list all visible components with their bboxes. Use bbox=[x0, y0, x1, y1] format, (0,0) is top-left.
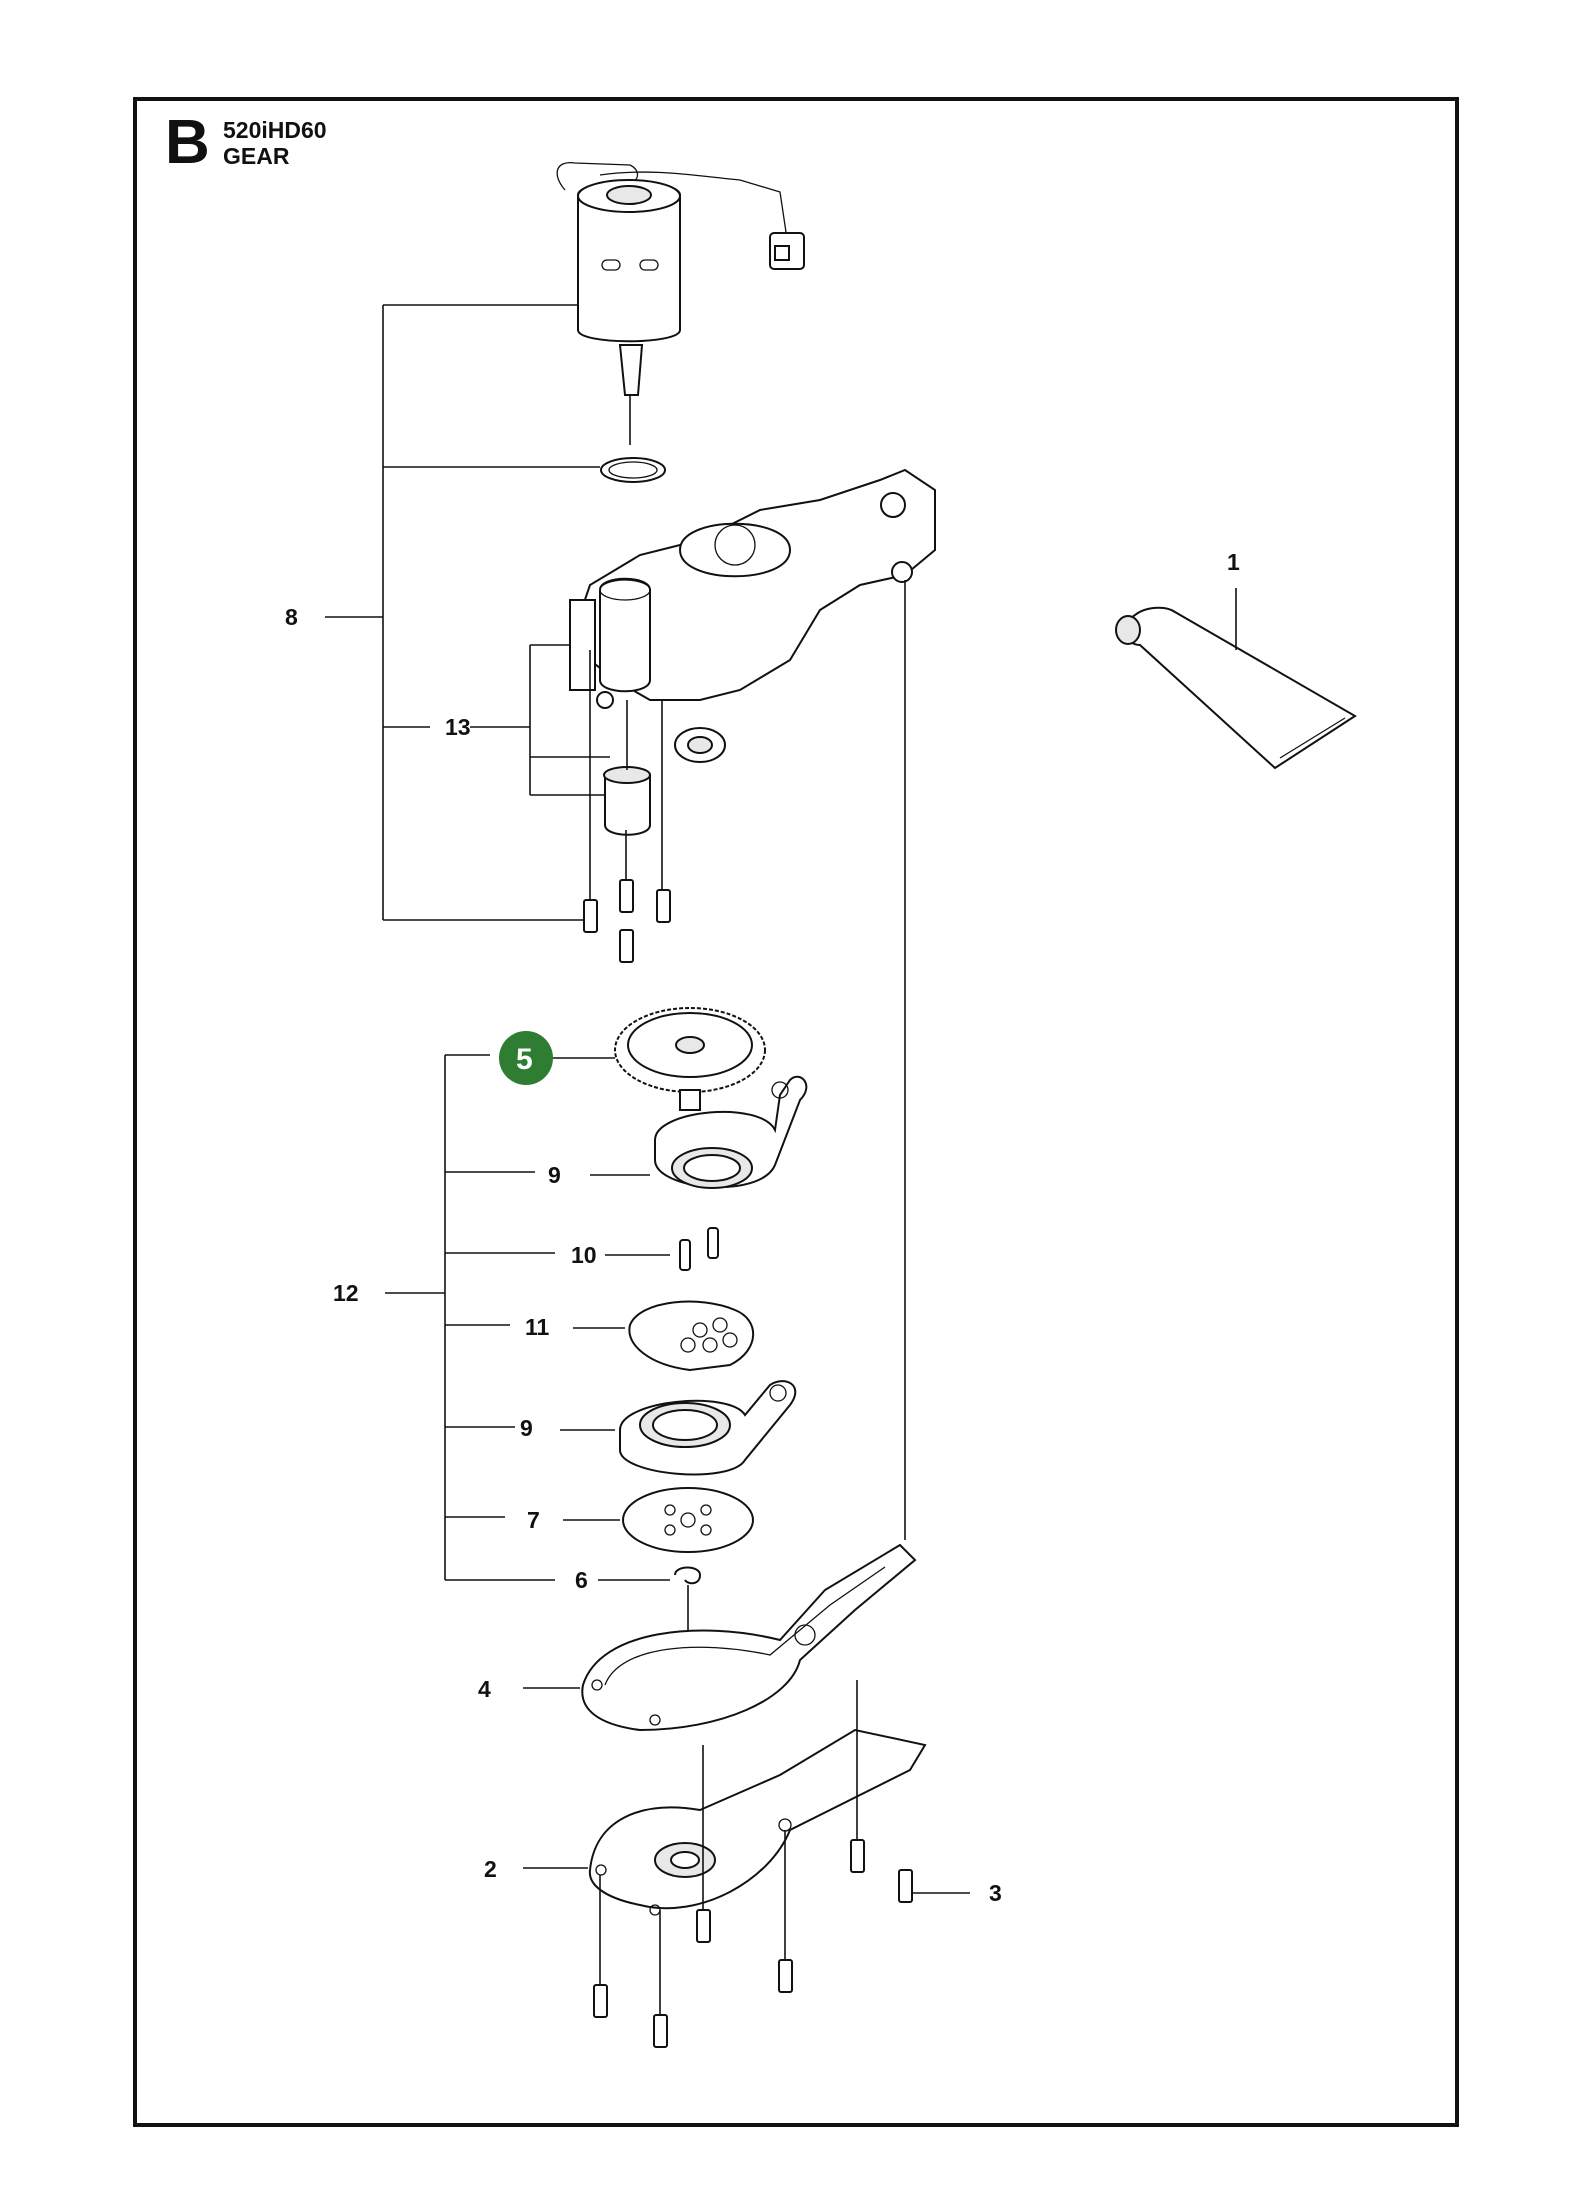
retaining-clip bbox=[674, 1566, 702, 1585]
gear-housing bbox=[569, 468, 936, 709]
bearing-plate-lower bbox=[619, 1380, 797, 1476]
gasket bbox=[581, 1543, 917, 1732]
callout-2: 2 bbox=[484, 1856, 497, 1882]
callout-1: 1 bbox=[1227, 549, 1240, 575]
highlight-badge bbox=[499, 1031, 553, 1085]
section-letter: B bbox=[165, 108, 210, 177]
bracket-12 bbox=[385, 1054, 555, 1581]
grease-tube bbox=[1115, 606, 1357, 770]
washer-disc bbox=[622, 1487, 754, 1553]
callout-5: 5 bbox=[516, 1043, 533, 1076]
callout-3: 3 bbox=[989, 1880, 1002, 1906]
callout-7: 7 bbox=[527, 1507, 540, 1533]
callout-4: 4 bbox=[478, 1676, 491, 1702]
bracket-13 bbox=[529, 644, 610, 796]
pins bbox=[679, 1227, 719, 1271]
callout-13: 13 bbox=[445, 714, 471, 740]
diagram-frame bbox=[133, 97, 1459, 2127]
bracket-8 bbox=[325, 304, 600, 921]
callout-12: 12 bbox=[333, 1280, 359, 1306]
group-name: GEAR bbox=[223, 143, 290, 169]
callout-10: 10 bbox=[571, 1242, 597, 1268]
callout-9-upper: 9 bbox=[548, 1162, 561, 1188]
callout-6: 6 bbox=[575, 1567, 588, 1593]
cam-disc bbox=[628, 1300, 755, 1372]
callout-9-lower: 9 bbox=[520, 1415, 533, 1441]
cover-screws bbox=[593, 1680, 970, 2048]
model-name: 520iHD60 bbox=[223, 117, 327, 143]
gear-wheel bbox=[614, 1007, 766, 1111]
bearing bbox=[674, 727, 726, 763]
gear-cover bbox=[588, 1728, 927, 1916]
bushing bbox=[603, 766, 651, 836]
callout-8: 8 bbox=[285, 604, 298, 630]
housing-screws bbox=[583, 650, 671, 963]
motor bbox=[556, 162, 805, 396]
bearing-plate-upper bbox=[654, 1075, 808, 1189]
callout-11: 11 bbox=[525, 1314, 550, 1340]
